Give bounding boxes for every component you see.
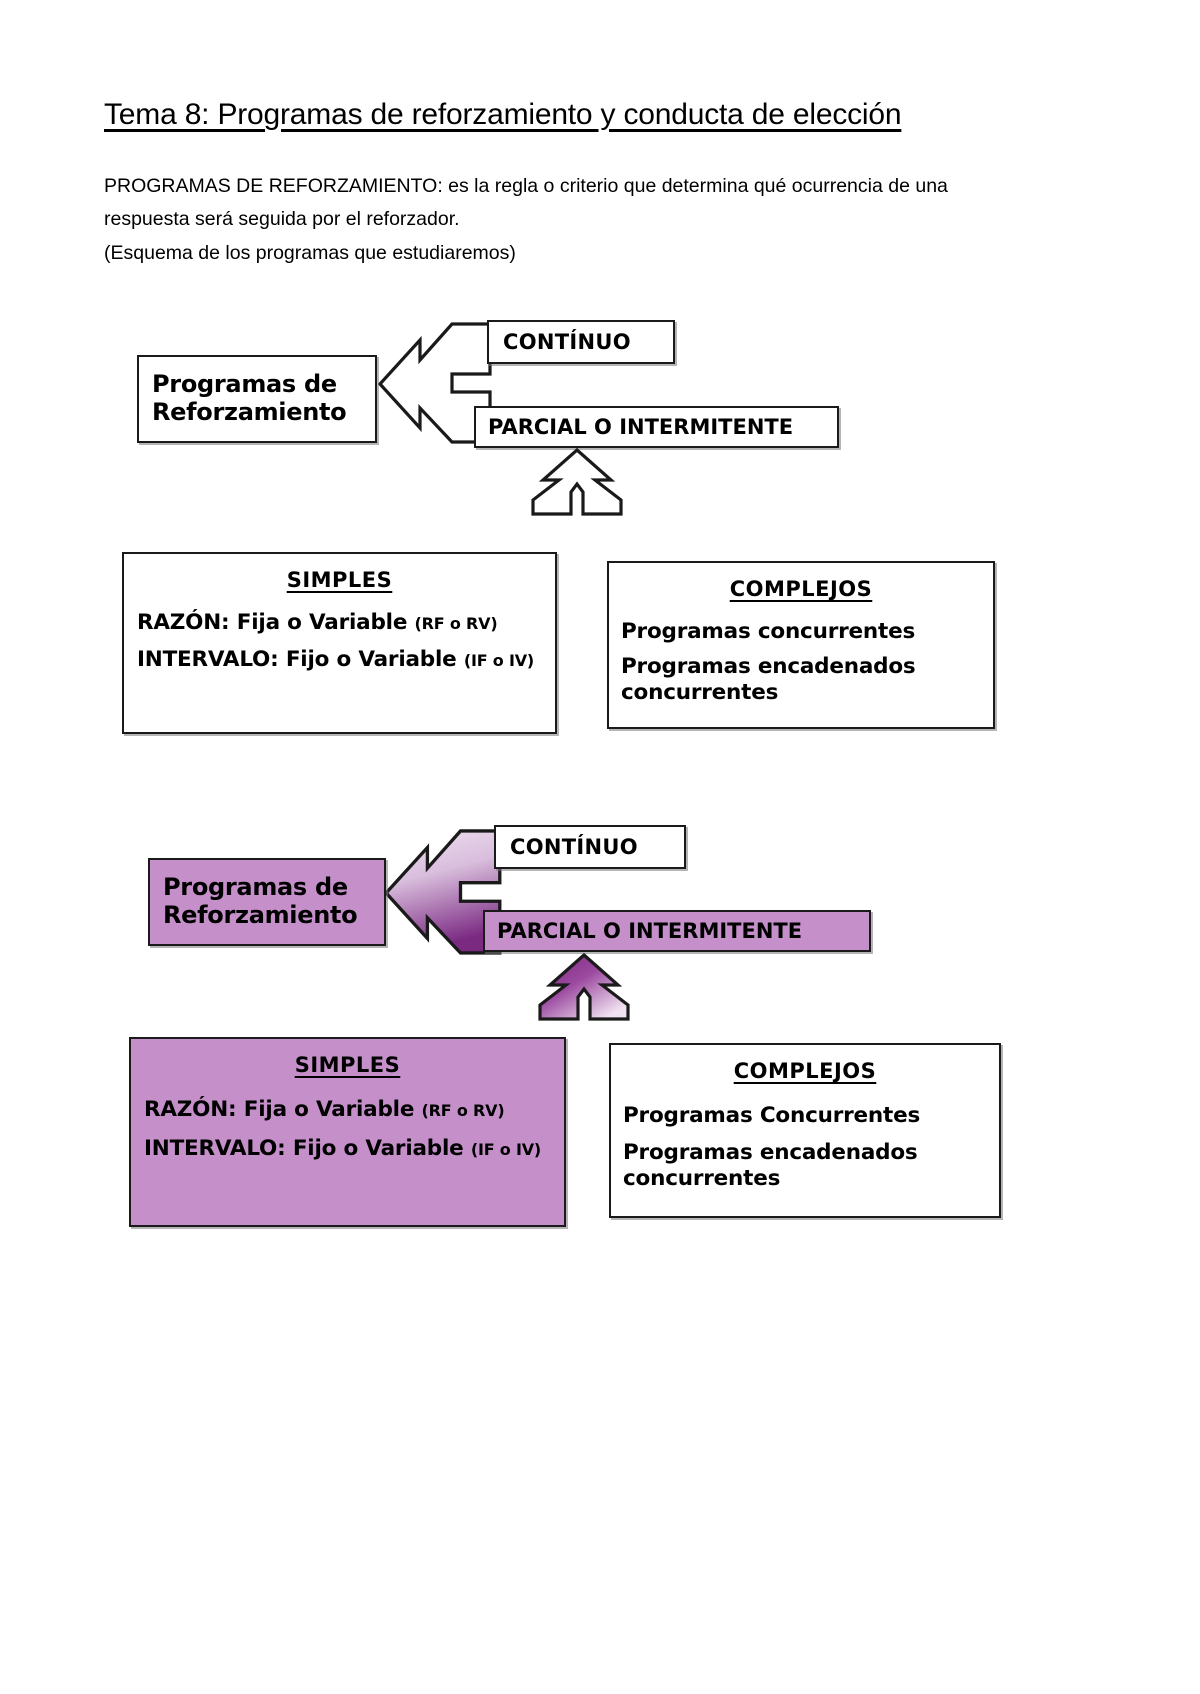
panel-simples-line-2-main: INTERVALO: Fijo o Variable xyxy=(137,647,457,672)
split-arrow-right-icon xyxy=(383,829,502,955)
panel-complejos-title: COMPLEJOS xyxy=(733,1059,877,1083)
node-continuo-label: CONTÍNUO xyxy=(510,834,638,859)
panel-simples-line-1-paren: (RF o RV) xyxy=(421,1101,505,1120)
node-parcial-label: PARCIAL O INTERMITENTE xyxy=(488,414,794,439)
panel-complejos-line-2: Programas encadenados concurrentes xyxy=(623,1140,918,1191)
panel-simples-line-2-paren: (IF o IV) xyxy=(470,1140,542,1159)
panel-complejos-line-2: Programas encadenados concurrentes xyxy=(621,654,916,705)
panel-simples-line-1-main: RAZÓN: Fija o Variable xyxy=(137,610,408,635)
node-continuo: CONTÍNUO xyxy=(494,825,686,869)
node-continuo-label: CONTÍNUO xyxy=(503,329,631,354)
intro-paragraph-2: (Esquema de los programas que estudiarem… xyxy=(104,242,516,264)
panel-simples-line-1-paren: (RF o RV) xyxy=(414,614,498,633)
panel-simples: SIMPLES RAZÓN: Fija o Variable (RF o RV)… xyxy=(122,552,557,734)
node-label-line-1: Programas de xyxy=(163,873,348,902)
panel-simples-title: SIMPLES xyxy=(286,568,393,592)
intro-paragraph-1: PROGRAMAS DE REFORZAMIENTO: es la regla … xyxy=(104,175,948,230)
panel-simples-line-1: RAZÓN: Fija o Variable (RF o RV) xyxy=(144,1097,564,1122)
panel-complejos-line-1: Programas concurrentes xyxy=(621,619,916,644)
panel-simples-title: SIMPLES xyxy=(294,1053,401,1077)
node-parcial-label: PARCIAL O INTERMITENTE xyxy=(497,918,803,943)
node-label-line-2: Reforzamiento xyxy=(152,398,347,426)
split-arrow-down-icon xyxy=(531,447,623,516)
node-programas-de-reforzamiento: Programas de Reforzamiento xyxy=(137,355,377,443)
node-label-line-1: Programas de xyxy=(152,370,337,399)
split-arrow-down-icon xyxy=(538,952,630,1021)
node-parcial-o-intermitente: PARCIAL O INTERMITENTE xyxy=(483,910,871,952)
node-continuo: CONTÍNUO xyxy=(487,320,675,364)
panel-complejos: COMPLEJOS Programas Concurrentes Program… xyxy=(609,1043,1001,1218)
node-label: Programas de Reforzamiento xyxy=(152,370,347,427)
panel-simples-line-1: RAZÓN: Fija o Variable (RF o RV) xyxy=(137,610,555,635)
intro-text-block: PROGRAMAS DE REFORZAMIENTO: es la regla … xyxy=(104,170,1004,270)
page-title: Tema 8: Programas de reforzamiento y con… xyxy=(104,98,902,131)
node-parcial-o-intermitente: PARCIAL O INTERMITENTE xyxy=(474,406,839,448)
panel-simples-line-1-main: RAZÓN: Fija o Variable xyxy=(144,1097,415,1122)
panel-complejos-line-1: Programas Concurrentes xyxy=(623,1103,921,1128)
panel-complejos: COMPLEJOS Programas concurrentes Program… xyxy=(607,561,995,729)
panel-simples: SIMPLES RAZÓN: Fija o Variable (RF o RV)… xyxy=(129,1037,566,1227)
node-label: Programas de Reforzamiento xyxy=(163,873,358,930)
panel-simples-line-2-paren: (IF o IV) xyxy=(463,651,535,670)
panel-simples-line-2: INTERVALO: Fijo o Variable (IF o IV) xyxy=(137,647,555,672)
panel-complejos-title: COMPLEJOS xyxy=(729,577,873,601)
node-programas-de-reforzamiento: Programas de Reforzamiento xyxy=(148,858,386,946)
panel-simples-line-2-main: INTERVALO: Fijo o Variable xyxy=(144,1136,464,1161)
panel-simples-line-2: INTERVALO: Fijo o Variable (IF o IV) xyxy=(144,1136,564,1161)
split-arrow-right-icon xyxy=(377,322,492,444)
node-label-line-2: Reforzamiento xyxy=(163,901,358,929)
